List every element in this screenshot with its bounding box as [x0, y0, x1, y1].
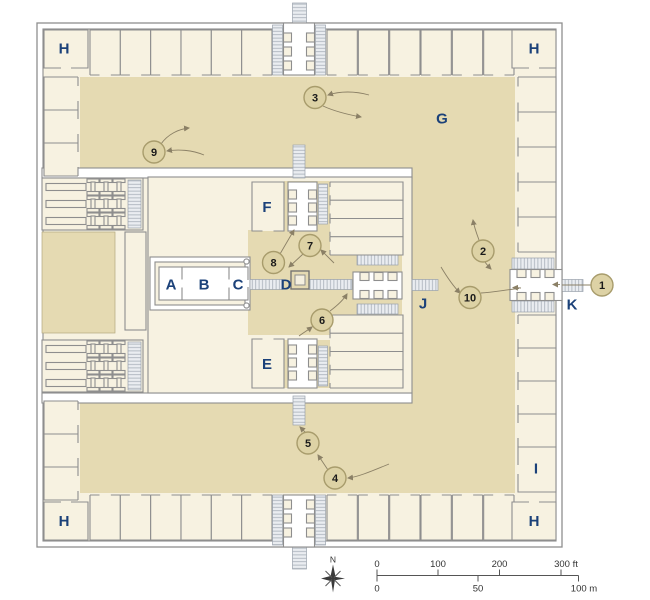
svg-text:7: 7	[307, 241, 313, 253]
svg-text:5: 5	[305, 438, 311, 450]
temple-pillar-south	[243, 302, 250, 309]
compass-north-label: N	[330, 555, 336, 565]
east-outer-gate	[509, 257, 584, 313]
south-outer-gate	[272, 494, 326, 570]
svg-text:100 m: 100 m	[571, 584, 597, 595]
label-h-southeast: H	[529, 513, 540, 530]
northwest-kitchen-block	[41, 177, 144, 231]
temple-steps	[249, 279, 283, 290]
south-inner-gate	[287, 338, 328, 426]
compass-rose-icon: N	[321, 555, 345, 593]
route-arrows	[160, 90, 591, 481]
scale-bar	[376, 569, 579, 582]
label-a: A	[166, 277, 177, 294]
label-h-southwest: H	[59, 513, 70, 530]
west-terrace	[124, 231, 147, 331]
svg-text:6: 6	[319, 315, 325, 327]
label-e: E	[262, 356, 272, 373]
south-terrace-wall	[41, 392, 413, 404]
svg-text:200: 200	[492, 559, 508, 570]
north-inner-gate	[287, 144, 328, 232]
southeast-chamber-block	[329, 314, 404, 389]
altar-walkway	[308, 279, 353, 290]
svg-text:1: 1	[599, 280, 605, 292]
label-d: D	[281, 277, 292, 294]
corner-room-southwest	[43, 501, 89, 541]
marker-6: 6	[310, 308, 334, 332]
northeast-chamber-block	[329, 181, 404, 256]
room-f	[251, 181, 285, 232]
label-h-northwest: H	[59, 41, 70, 58]
label-j: J	[419, 296, 427, 313]
scale-bar-labels: 0 100 200 300 ft 0 50 100 m	[374, 559, 597, 595]
temple-building	[149, 256, 251, 311]
corner-room-northwest	[43, 29, 89, 69]
svg-text:8: 8	[270, 258, 276, 270]
east-inner-gate	[352, 254, 439, 315]
marker-2: 2	[471, 239, 495, 263]
svg-text:50: 50	[473, 584, 484, 595]
number-markers: 1 2 3 4 5 6 7 8 9 10	[142, 85, 614, 490]
svg-text:4: 4	[332, 473, 339, 485]
west-courtyard	[41, 231, 116, 334]
svg-text:0: 0	[374, 559, 379, 570]
marker-10: 10	[458, 285, 482, 310]
marker-1: 1	[590, 273, 614, 297]
svg-text:100: 100	[430, 559, 446, 570]
marker-7: 7	[298, 233, 322, 258]
southwest-kitchen-block	[41, 339, 144, 393]
svg-text:9: 9	[151, 147, 157, 159]
svg-text:10: 10	[464, 293, 476, 305]
label-h-northeast: H	[529, 41, 540, 58]
marker-4: 4	[323, 466, 347, 490]
marker-5: 5	[296, 431, 320, 455]
label-g: G	[436, 111, 448, 128]
label-i: I	[534, 461, 538, 478]
temple-pillar-north	[243, 258, 250, 265]
letter-labels: A B C D E F G H H H H I J K	[59, 41, 578, 531]
label-f: F	[262, 199, 271, 216]
label-b: B	[199, 277, 210, 294]
svg-text:300 ft: 300 ft	[554, 559, 578, 570]
corner-room-northeast	[511, 29, 557, 69]
corner-room-southeast	[511, 501, 557, 541]
north-outer-gate	[272, 2, 326, 76]
label-c: C	[233, 277, 244, 294]
label-k: K	[567, 297, 578, 314]
altar	[290, 270, 310, 290]
marker-8: 8	[261, 250, 286, 275]
marker-9: 9	[142, 140, 166, 164]
svg-text:3: 3	[312, 93, 318, 105]
room-e	[251, 338, 285, 389]
inner-complex	[147, 144, 439, 426]
room-i	[517, 446, 557, 493]
svg-text:2: 2	[480, 246, 486, 258]
svg-text:0: 0	[374, 584, 379, 595]
marker-3: 3	[303, 85, 327, 110]
